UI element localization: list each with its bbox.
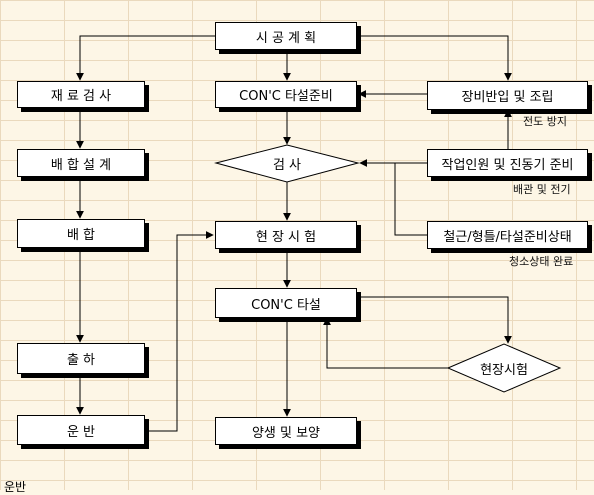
node-curing: 양생 및 보양 bbox=[215, 417, 357, 445]
footer-text: 운반 bbox=[4, 480, 27, 494]
node-mix-design: 배 합 설 계 bbox=[17, 149, 145, 177]
note-fall-prevention: 전도 방지 bbox=[523, 115, 567, 128]
field-test-diamond bbox=[446, 343, 562, 393]
note-piping-power: 배관 및 전기 bbox=[513, 183, 571, 196]
node-conc-pour-prep: CON'C 타설준비 bbox=[215, 81, 357, 108]
node-field-test: 현 장 시 험 bbox=[215, 221, 357, 249]
node-mixing: 배 합 bbox=[17, 219, 145, 248]
node-transport: 운 반 bbox=[17, 415, 145, 445]
node-workers-vibrator: 작업인원 및 진동기 준비 bbox=[427, 149, 588, 177]
note-cleaning: 청소상태 완료 bbox=[509, 255, 574, 268]
node-conc-pour: CON'C 타설 bbox=[215, 288, 357, 318]
node-equipment-assembly: 장비반입 및 조립 bbox=[427, 81, 588, 110]
node-inspection: 검 사 bbox=[272, 157, 302, 173]
node-shipping: 출 하 bbox=[17, 343, 145, 374]
node-rebar-formwork: 철근/형틀/타설준비상태 bbox=[427, 221, 588, 249]
node-material-inspection: 재 료 검 사 bbox=[17, 81, 145, 108]
inspection-diamond bbox=[214, 144, 360, 183]
node-construction-plan: 시 공 계 획 bbox=[215, 22, 357, 50]
node-field-test-2: 현장시험 bbox=[480, 362, 528, 378]
